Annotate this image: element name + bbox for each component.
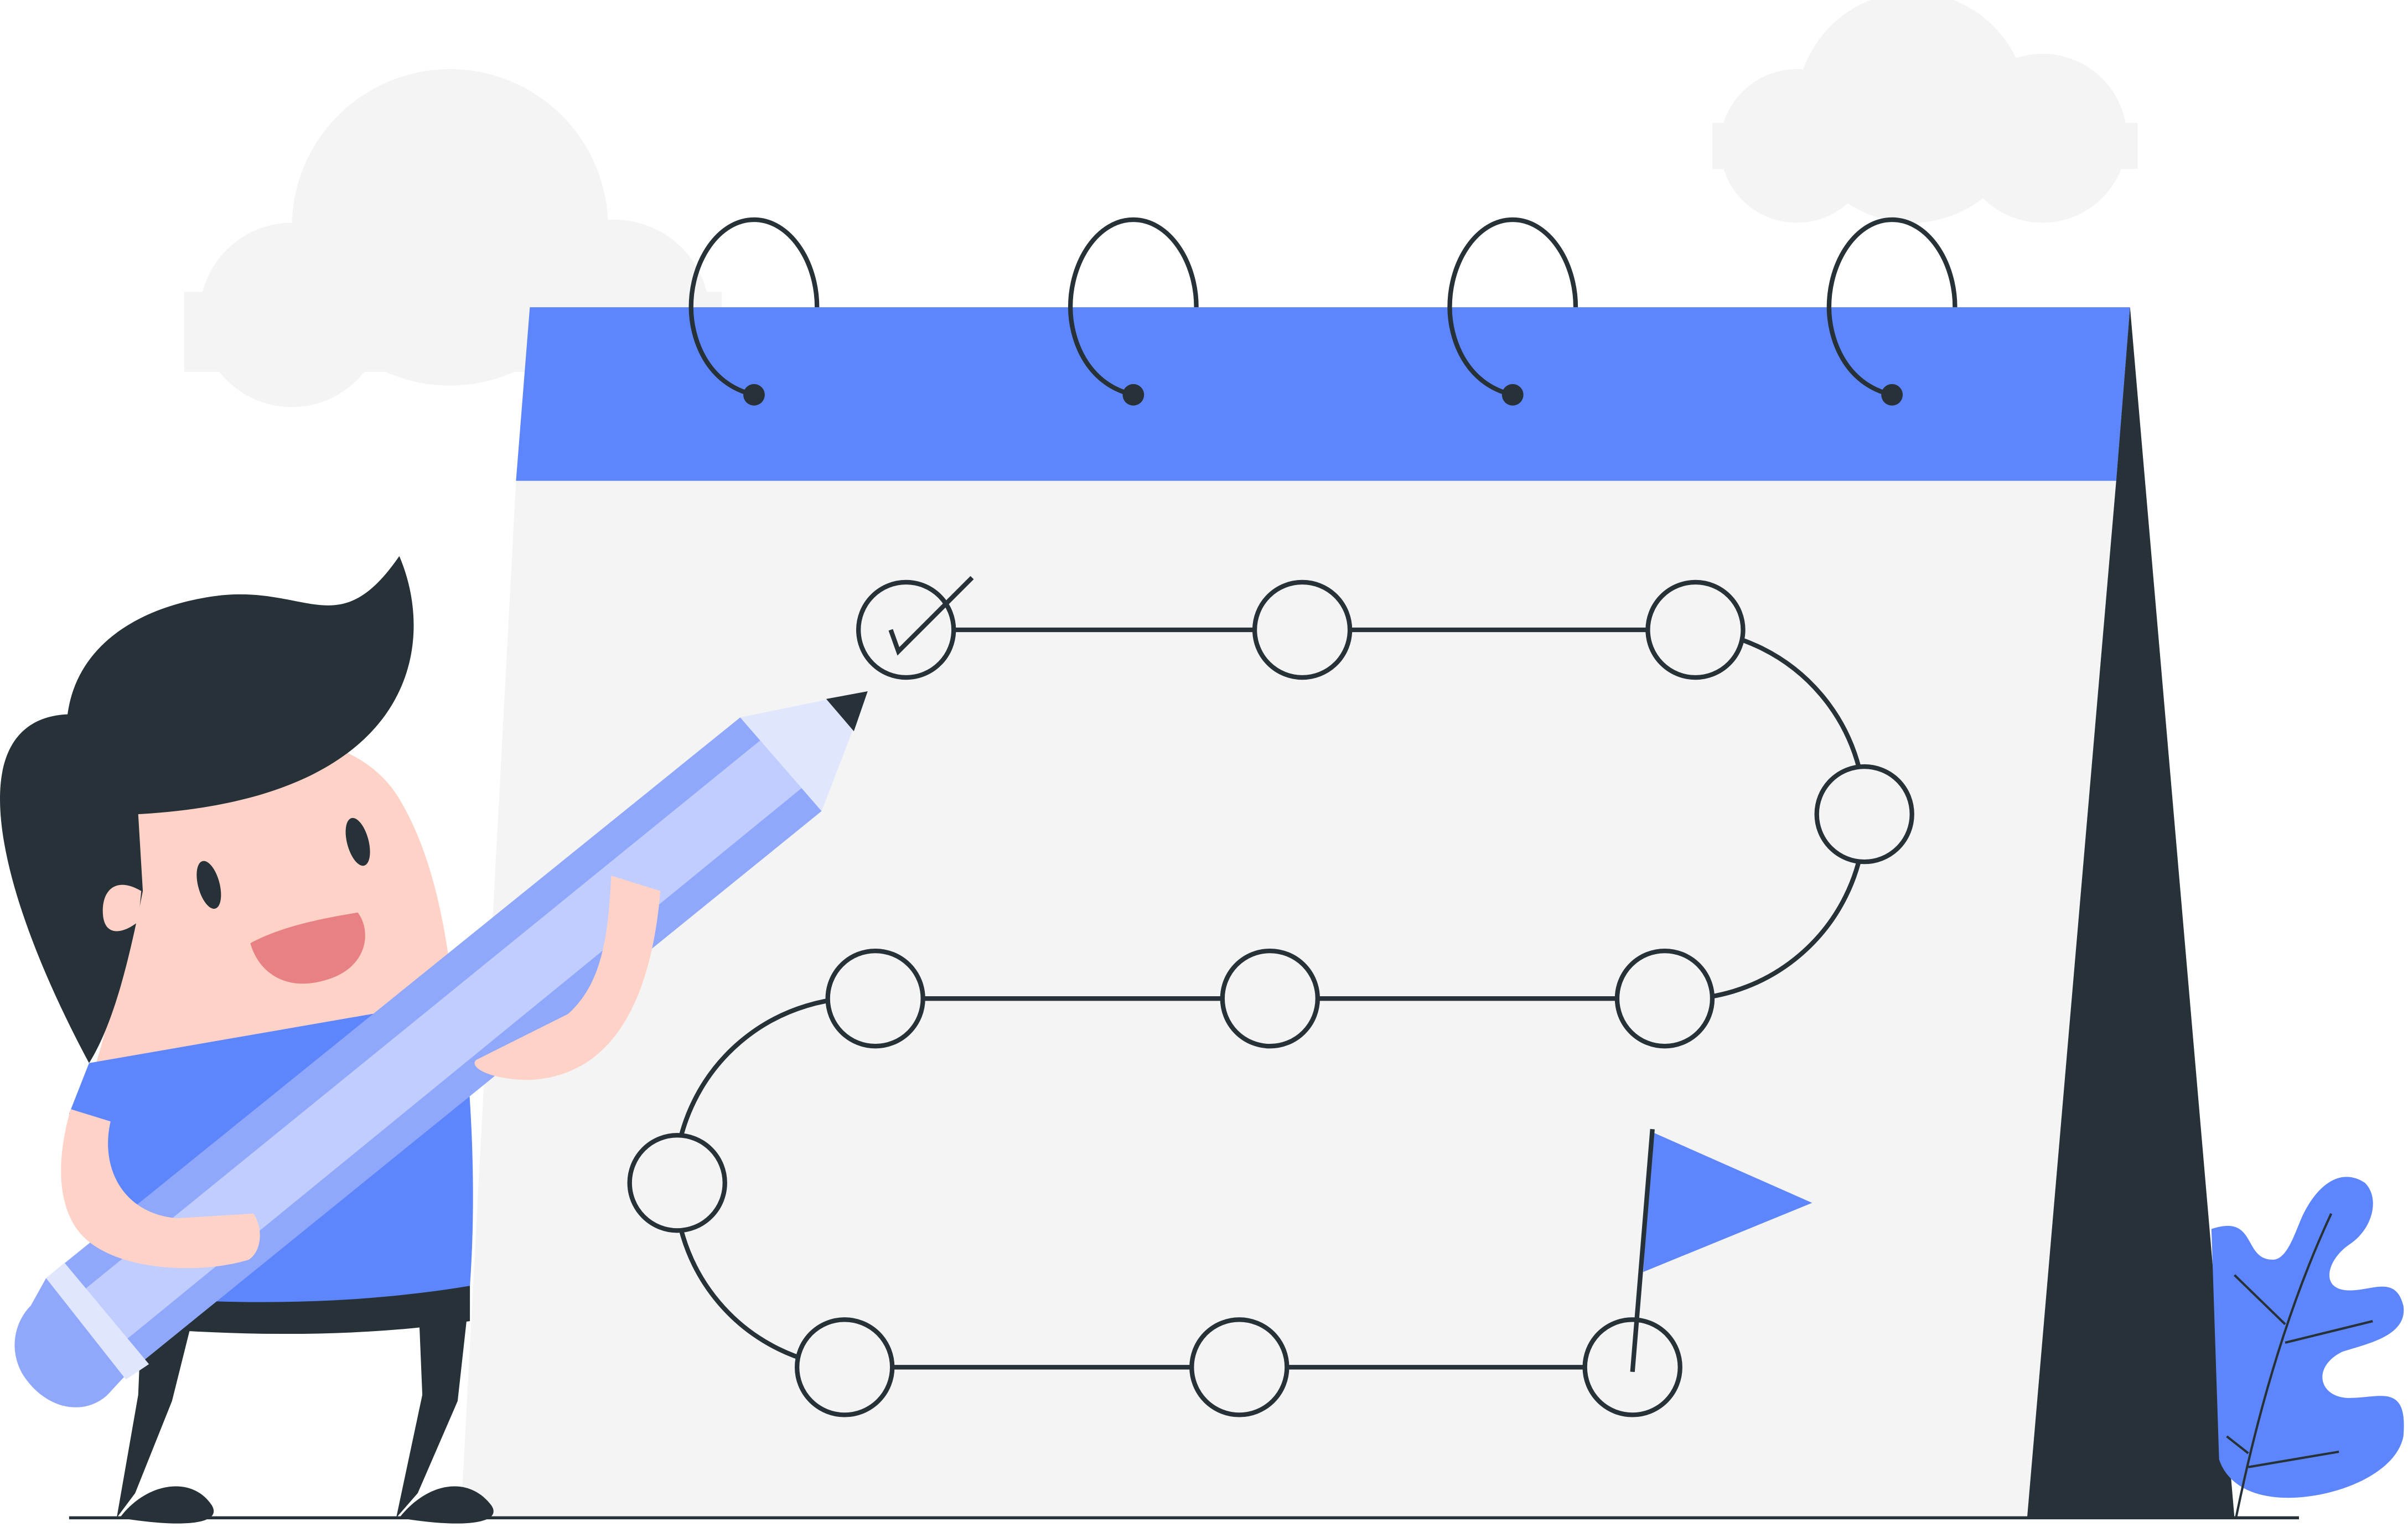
milestone: [1220, 948, 1320, 1049]
milestone: [825, 948, 925, 1049]
character: [0, 556, 868, 1524]
milestone: [1189, 1317, 1290, 1417]
leg-right: [396, 1290, 470, 1518]
cloud-right: [1712, 0, 2138, 223]
milestone: [1645, 579, 1746, 680]
milestone: [1614, 948, 1715, 1049]
hair: [0, 556, 414, 1063]
shoe-right: [399, 1486, 494, 1524]
eye-right: [345, 817, 370, 866]
checkmark-icon: [888, 576, 974, 656]
face: [92, 736, 461, 1075]
shoe-left: [120, 1486, 214, 1524]
plant: [2211, 1177, 2404, 1518]
arm-left: [61, 1109, 260, 1269]
milestone: [1814, 764, 1914, 865]
milestone: [627, 1133, 727, 1233]
mouth: [250, 912, 365, 984]
calendar-stand: [2027, 307, 2235, 1518]
milestone-done: [856, 579, 956, 680]
ring-holes: [743, 384, 1903, 406]
milestone: [794, 1317, 895, 1417]
arm-right: [474, 876, 661, 1080]
ear: [102, 884, 142, 931]
eye-left: [196, 861, 221, 909]
leg-left: [116, 1321, 192, 1518]
flag-icon: [1630, 1129, 1813, 1373]
calendar-header: [516, 307, 2130, 481]
milestones: [627, 579, 1914, 1417]
binder-rings: [688, 217, 1958, 397]
milestone: [1252, 579, 1353, 680]
